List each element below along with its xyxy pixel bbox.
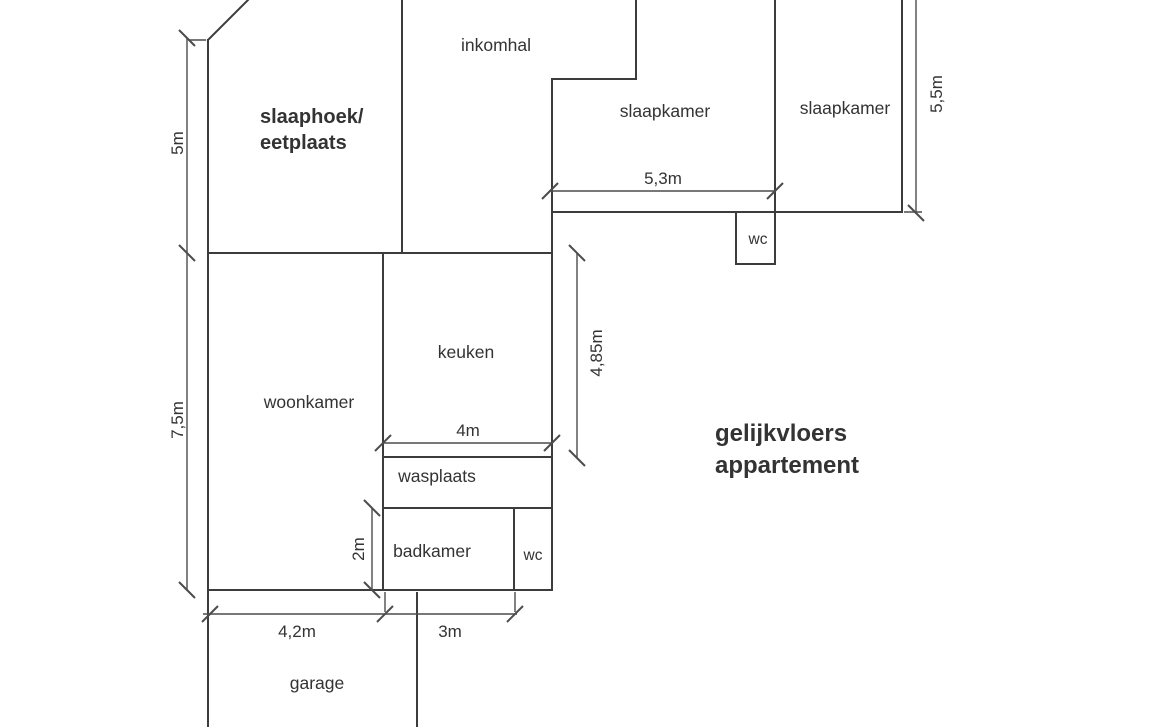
room-label-badkamer: badkamer [393,541,471,561]
dimension-labels-group: 5m 7,5m 5,3m 5,5m 4,85m 4m 2m 4,2m 3m [168,75,946,641]
dim-tick [376,605,394,623]
dim-label-3m: 3m [438,622,462,641]
dim-tick [201,605,219,623]
room-label-inkomhal: inkomhal [461,35,531,55]
room-label-wasplaats: wasplaats [397,466,476,486]
room-label-garage: garage [290,673,345,693]
dim-tick [568,449,586,467]
dim-label-4m: 4m [456,421,480,440]
room-labels-group: inkomhal slaaphoek/ eetplaats slaapkamer… [260,35,890,693]
dim-label-7-5m: 7,5m [168,401,187,439]
dim-label-5-3m: 5,3m [644,169,682,188]
room-label-slaaphoek-line2: eetplaats [260,132,347,154]
room-label-slaapkamer-left: slaapkamer [620,101,711,121]
dim-label-4-2m: 4,2m [278,622,316,641]
plan-title: gelijkvloers appartement [715,420,859,479]
dim-tick [541,182,559,200]
dim-tick [543,434,561,452]
dim-label-5-5m: 5,5m [927,75,946,113]
dim-tick [907,204,925,222]
room-label-wc-top: wc [748,231,768,248]
plan-title-line1: gelijkvloers [715,420,847,447]
dim-tick [568,244,586,262]
dim-tick [363,581,381,599]
room-label-slaaphoek-line1: slaaphoek/ [260,106,364,128]
dim-tick [506,605,524,623]
dim-tick [363,499,381,517]
dim-tick [374,434,392,452]
dim-tick [178,29,196,47]
room-label-woonkamer: woonkamer [263,392,355,412]
walls-group [206,0,903,727]
wall-inkomhal-right-step [551,0,637,254]
dim-label-5m: 5m [168,131,187,155]
room-label-wc-bottom: wc [523,547,543,564]
dim-tick [766,182,784,200]
plan-title-line2: appartement [715,452,859,479]
dim-tick [178,581,196,599]
dim-label-2m: 2m [349,537,368,561]
dimension-lines-group [178,0,925,623]
dim-label-4-85m: 4,85m [587,329,606,376]
room-label-slaapkamer-right: slaapkamer [800,98,891,118]
room-label-keuken: keuken [438,342,494,362]
wall-diagonal-topleft [206,0,250,42]
